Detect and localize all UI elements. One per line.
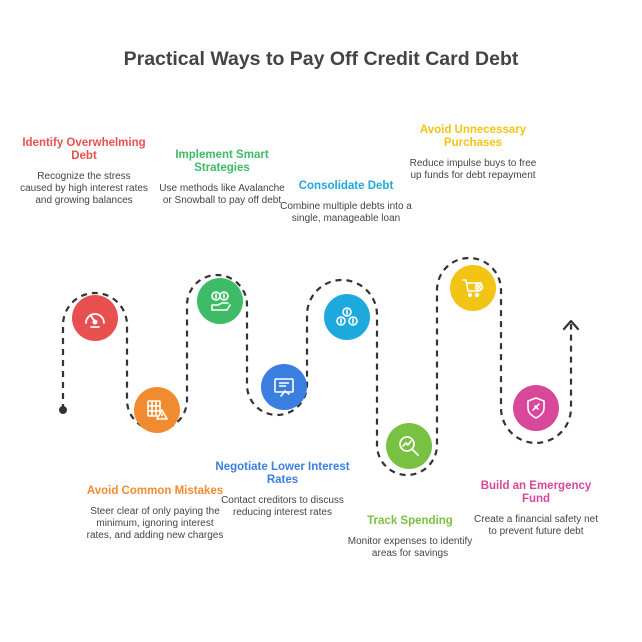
step-2-circle	[134, 387, 180, 433]
path-start-dot	[59, 406, 67, 414]
step-4-text: Negotiate Lower Interest Rates Contact c…	[215, 461, 350, 519]
calculator-warning-icon	[147, 400, 168, 420]
step-6-desc: Monitor expenses to identify areas for s…	[347, 536, 473, 559]
step-2-title: Avoid Common Mistakes	[86, 485, 224, 497]
step-7-text: Avoid Unnecessary Purchases Reduce impul…	[405, 124, 541, 182]
speedometer-icon	[85, 313, 105, 328]
step-2-text: Avoid Common Mistakes Steer clear of onl…	[85, 485, 225, 542]
shield-money-icon	[527, 397, 545, 419]
step-7-title: Avoid Unnecessary Purchases	[419, 124, 527, 149]
step-7-desc: Reduce impulse buys to free up funds for…	[409, 158, 537, 181]
step-4-circle	[261, 364, 307, 410]
money-hand-icon	[211, 291, 231, 311]
step-5-circle	[324, 294, 370, 340]
cart-cancel-icon	[462, 279, 484, 298]
step-7-circle	[450, 265, 496, 311]
step-6-text: Track Spending Monitor expenses to ident…	[342, 515, 478, 560]
step-8-title: Build an Emergency Fund	[480, 480, 592, 505]
step-3-desc: Use methods like Avalanche or Snowball t…	[159, 183, 285, 206]
step-4-title: Negotiate Lower Interest Rates	[215, 461, 350, 486]
step-8-circle	[513, 385, 559, 431]
magnifier-chart-icon	[399, 436, 419, 456]
step-3-title: Implement Smart Strategies	[175, 149, 269, 174]
step-2-desc: Steer clear of only paying the minimum, …	[86, 506, 224, 541]
step-6-circle	[386, 423, 432, 469]
step-6-title: Track Spending	[367, 515, 453, 527]
step-5-text: Consolidate Debt Combine multiple debts …	[275, 180, 417, 225]
page-title: Practical Ways to Pay Off Credit Card De…	[123, 48, 519, 70]
step-3-text: Implement Smart Strategies Use methods l…	[154, 149, 290, 207]
step-5-title: Consolidate Debt	[298, 180, 394, 192]
contract-icon	[274, 378, 294, 397]
step-1-desc: Recognize the stress caused by high inte…	[20, 171, 148, 206]
step-5-desc: Combine multiple debts into a single, ma…	[280, 201, 412, 224]
step-1-text: Identify Overwhelming Debt Recognize the…	[20, 137, 148, 207]
step-8-text: Build an Emergency Fund Create a financi…	[470, 480, 602, 538]
step-8-desc: Create a financial safety net to prevent…	[474, 514, 598, 537]
step-1-title: Identify Overwhelming Debt	[22, 137, 146, 162]
step-1-circle	[72, 295, 118, 341]
step-4-desc: Contact creditors to discuss reducing in…	[221, 495, 344, 518]
path-end-arrow-icon	[562, 319, 580, 331]
consolidate-icon	[336, 307, 358, 326]
step-3-circle	[197, 278, 243, 324]
